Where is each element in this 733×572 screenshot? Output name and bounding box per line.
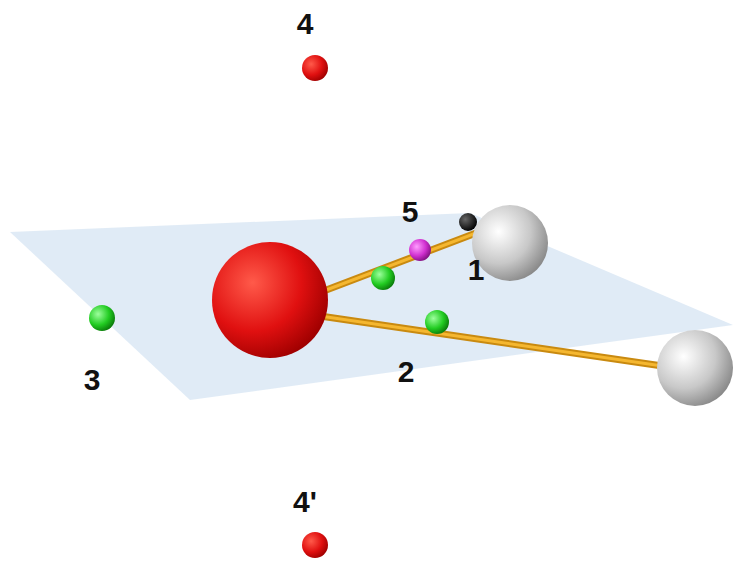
oxygen-atom	[212, 242, 328, 358]
callout-number: 5	[402, 197, 419, 227]
critical-point-1	[459, 213, 477, 231]
callout-number: 2	[398, 357, 415, 387]
callout-number: 4	[297, 9, 314, 39]
molecular-plane	[10, 213, 733, 400]
critical-point	[371, 266, 395, 290]
critical-point-2	[425, 310, 449, 334]
critical-point-3	[89, 305, 115, 331]
critical-point-4-prime	[302, 532, 328, 558]
callout-number: 3	[84, 365, 101, 395]
hydrogen-atom	[657, 330, 733, 406]
critical-point-5	[409, 239, 431, 261]
callout-number: 1	[468, 255, 485, 285]
critical-point-4	[302, 55, 328, 81]
callout-number: 4'	[293, 487, 317, 517]
